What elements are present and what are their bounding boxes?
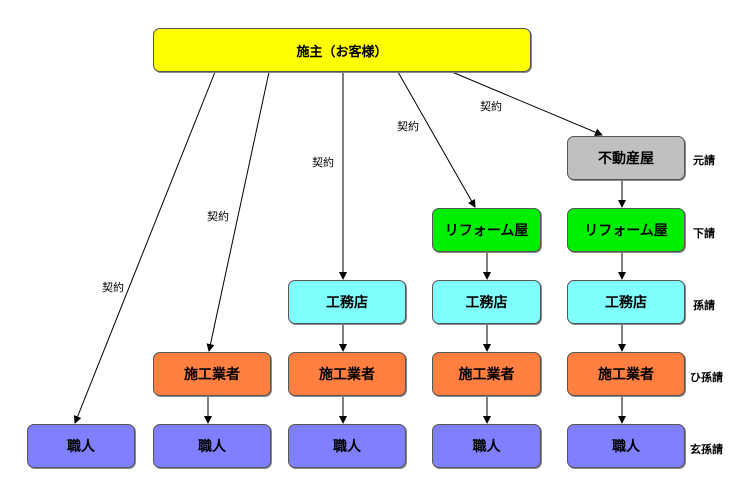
arrow-owner-to-sekou-a: [206, 71, 270, 352]
level-label-shitauke: 下請: [693, 227, 715, 240]
sekou-node-b: 施工業者: [288, 352, 406, 396]
reform-node-b: リフォーム屋: [567, 208, 685, 252]
shoku-node-a: 職人: [27, 424, 135, 468]
contract-label-1: 契約: [102, 280, 124, 294]
koumu-node-c: 工務店: [567, 280, 685, 324]
arrow-owner-to-realtor: [451, 71, 603, 136]
contract-label-5: 契約: [480, 99, 502, 113]
contract-label-4: 契約: [397, 119, 419, 133]
reform-node-a: リフォーム屋: [432, 208, 541, 252]
arrow-owner-to-shoku-a: [73, 71, 216, 424]
koumu-node-a: 工務店: [288, 280, 406, 324]
arrow-owner-to-reform-a: [397, 71, 476, 208]
shoku-node-e: 職人: [567, 424, 685, 468]
shoku-node-c: 職人: [288, 424, 406, 468]
realtor-node: 不動産屋: [567, 136, 685, 180]
contract-label-2: 契約: [207, 209, 229, 223]
koumu-node-b: 工務店: [432, 280, 541, 324]
shoku-node-d: 職人: [432, 424, 541, 468]
level-label-himagouke: ひ孫請: [690, 371, 723, 384]
sekou-node-a: 施工業者: [153, 352, 271, 396]
level-label-yashagouke: 玄孫請: [690, 443, 723, 456]
sekou-node-d: 施工業者: [567, 352, 685, 396]
owner-node: 施主（お客様）: [153, 28, 531, 72]
sekou-node-c: 施工業者: [432, 352, 541, 396]
contract-label-3: 契約: [312, 155, 334, 169]
level-label-magouke: 孫請: [693, 299, 715, 312]
level-label-motouke: 元請: [693, 154, 715, 167]
shoku-node-b: 職人: [153, 424, 271, 468]
